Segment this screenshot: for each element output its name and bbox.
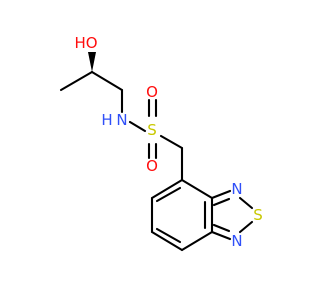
atom-sulfonyl-oxygen-top: O (146, 83, 158, 101)
ring-bond-n1-c7a (210, 230, 232, 241)
atom-amide-nitrogen: N (116, 111, 127, 129)
ring-bond-c4-c5 (150, 178, 184, 200)
ring-bond-s-n1 (238, 220, 254, 234)
ring-bond-c3a-n3-inner (212, 197, 231, 207)
wedge-bond-c-oh (88, 52, 96, 72)
ring-bond-c6-c7 (150, 230, 184, 252)
structure-drawing: HO N H S O O N S N (59, 34, 263, 252)
bond-ch3-ch (59, 70, 94, 92)
ring-bond-c7-c7a (180, 230, 214, 252)
ring-bond-n3-s (238, 196, 254, 210)
ring-bond-c6-c7-inner (155, 227, 182, 244)
ring-bond-n1-c7a-inner (212, 223, 231, 233)
atom-sulfonyl-sulfur: S (147, 121, 157, 139)
atom-ring-sulfur: S (253, 206, 263, 224)
ring-bond-c3a-c4 (180, 178, 214, 200)
atom-ring-nitrogen-top: N (231, 180, 242, 198)
ring-bond-c3a-n3 (210, 189, 232, 200)
bond-ch-ch2 (90, 70, 124, 92)
bond-s-ch2 (159, 134, 184, 150)
ring-bond-c4-c5-inner (155, 186, 182, 203)
atom-sulfonyl-oxygen-bottom: O (146, 157, 158, 175)
atom-ring-nitrogen-bottom: N (231, 232, 242, 250)
bond-n-s (128, 120, 147, 133)
molecule-canvas: HO N H S O O N S N (59, 34, 263, 252)
atom-hydroxyl: HO (74, 34, 97, 52)
atom-amide-hydrogen: H (101, 111, 112, 129)
